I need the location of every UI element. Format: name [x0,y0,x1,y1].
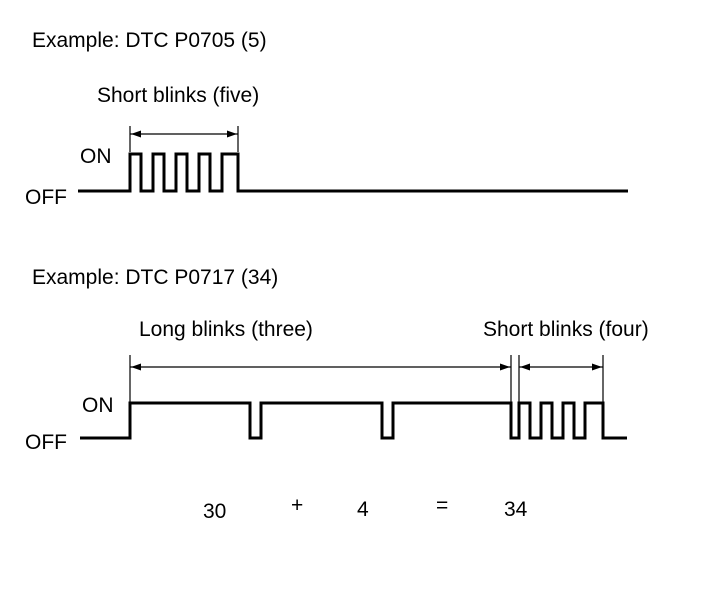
example2-off-label: OFF [25,431,67,454]
example1-title: Example: DTC P0705 (5) [32,29,267,52]
example1-on-label: ON [80,145,112,168]
example1-short-blinks-label: Short blinks (five) [97,84,259,107]
example2-signal-waveform [80,401,627,440]
example2-long-bracket [129,355,512,402]
example2-title: Example: DTC P0717 (34) [32,266,278,289]
equation-units: 4 [357,498,369,521]
example2-short-blinks-label: Short blinks (four) [483,318,649,341]
equation-result: 34 [504,498,528,521]
example1-bracket [129,126,239,152]
example2-short-bracket [518,355,604,402]
example1-off-label: OFF [25,186,67,209]
example2-long-blinks-label: Long blinks (three) [139,318,313,341]
equation-equals: = [436,494,448,517]
example2-on-label: ON [82,394,114,417]
equation-tens: 30 [203,500,226,523]
example1-signal-waveform [78,152,628,193]
equation-plus: + [291,494,303,517]
